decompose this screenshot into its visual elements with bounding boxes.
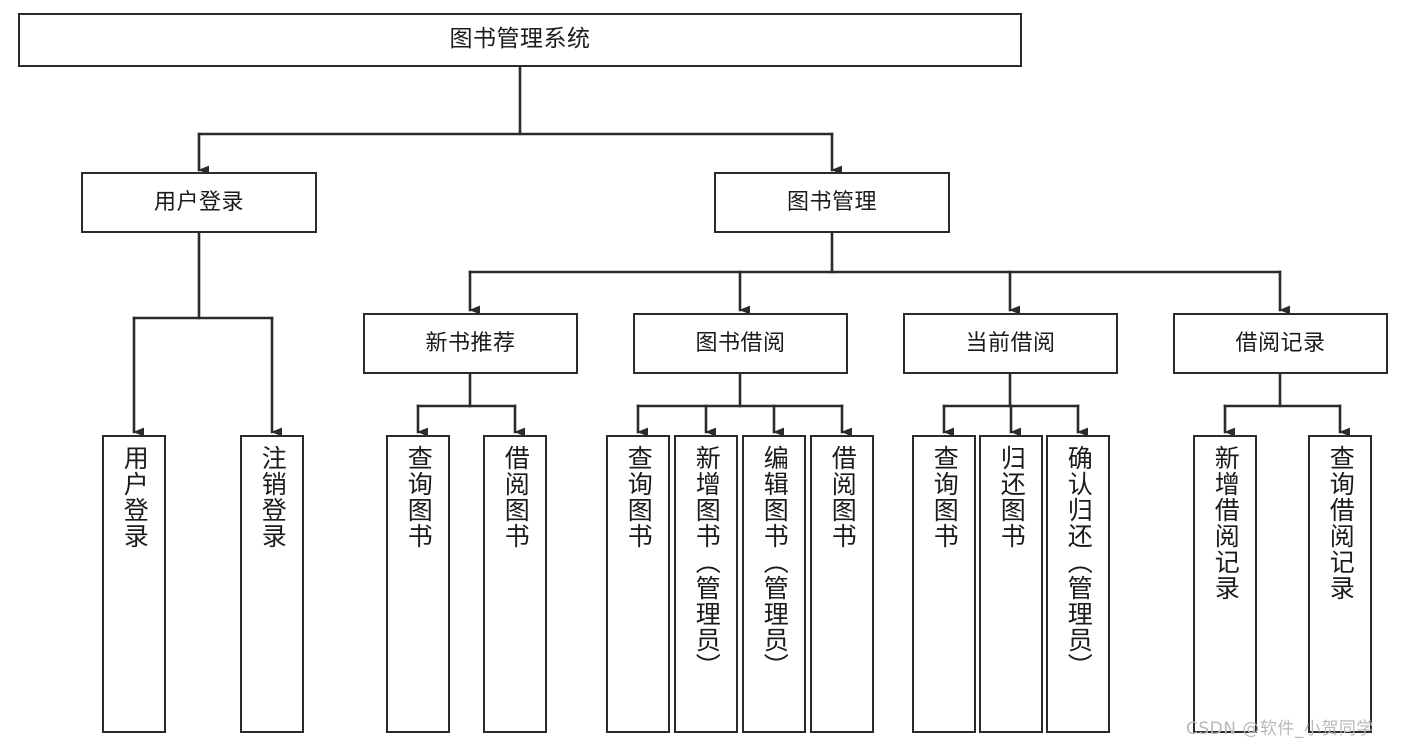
node-borrowing-records[interactable]: 借阅记录 (1173, 313, 1388, 374)
node-label: 确认归还（管理员） (1064, 445, 1094, 679)
node-book-borrowing[interactable]: 图书借阅 (633, 313, 848, 374)
node-label: 归还图书 (997, 445, 1027, 549)
node-label: 当前借阅 (965, 330, 1056, 356)
node-leaf-borrow-book-borrow[interactable]: 借阅图书 (810, 435, 874, 733)
node-label: 新书推荐 (425, 330, 516, 356)
csdn-watermark: CSDN @软件_小贺同学 (1186, 719, 1374, 739)
node-label: 用户登录 (120, 445, 150, 549)
node-leaf-edit-book-admin[interactable]: 编辑图书（管理员） (742, 435, 806, 733)
node-leaf-logout-login[interactable]: 注销登录 (240, 435, 304, 733)
node-leaf-query-book-borrow[interactable]: 查询图书 (606, 435, 670, 733)
node-label: 借阅图书 (501, 445, 531, 549)
node-book-management[interactable]: 图书管理 (714, 172, 950, 233)
node-leaf-query-book-new-rec[interactable]: 查询图书 (386, 435, 450, 733)
node-label: 注销登录 (258, 445, 288, 549)
node-leaf-borrow-book-new-rec[interactable]: 借阅图书 (483, 435, 547, 733)
node-label: 图书管理系统 (449, 26, 591, 53)
node-label: 查询图书 (624, 445, 654, 549)
node-leaf-query-borrow-record[interactable]: 查询借阅记录 (1308, 435, 1372, 733)
node-label: 图书管理 (786, 189, 877, 215)
node-label: 新增图书（管理员） (692, 445, 722, 679)
node-label: 查询图书 (404, 445, 434, 549)
node-root-book-management-system[interactable]: 图书管理系统 (18, 13, 1022, 67)
node-label: 查询图书 (930, 445, 960, 549)
node-label: 图书借阅 (695, 330, 786, 356)
node-new-book-recommendation[interactable]: 新书推荐 (363, 313, 578, 374)
node-label: 借阅图书 (828, 445, 858, 549)
node-label: 借阅记录 (1235, 330, 1326, 356)
node-user-login[interactable]: 用户登录 (81, 172, 317, 233)
node-label: 编辑图书（管理员） (760, 445, 790, 679)
node-label: 新增借阅记录 (1211, 445, 1241, 601)
node-leaf-add-borrow-record[interactable]: 新增借阅记录 (1193, 435, 1257, 733)
node-label: 查询借阅记录 (1326, 445, 1356, 601)
node-current-borrowing[interactable]: 当前借阅 (903, 313, 1118, 374)
node-leaf-query-book-current[interactable]: 查询图书 (912, 435, 976, 733)
node-label: 用户登录 (153, 189, 244, 215)
node-leaf-confirm-return-admin[interactable]: 确认归还（管理员） (1046, 435, 1110, 733)
node-leaf-user-login[interactable]: 用户登录 (102, 435, 166, 733)
node-leaf-return-book[interactable]: 归还图书 (979, 435, 1043, 733)
node-leaf-add-book-admin[interactable]: 新增图书（管理员） (674, 435, 738, 733)
